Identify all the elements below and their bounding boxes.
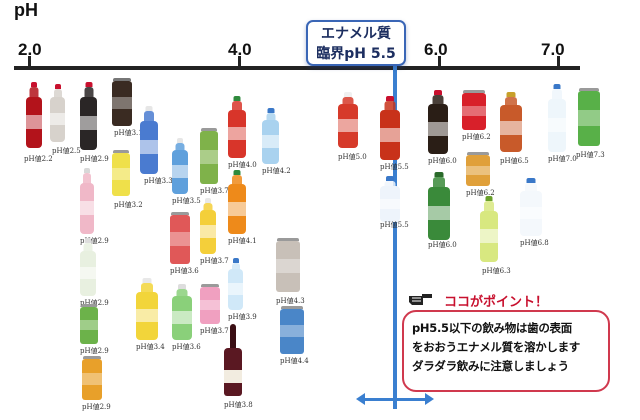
product-ph-label: pH値5.5 [380, 221, 409, 229]
callout-line-3: ダラダラ飲みに注意しましょう [412, 359, 569, 373]
product-ph-label: pH値4.3 [276, 297, 305, 305]
product-ph-label: pH値2.9 [80, 299, 109, 307]
tick-mark-6-0 [438, 56, 441, 70]
product-27-bottle [380, 176, 400, 222]
product-1-bottle [26, 82, 42, 148]
callout-title: ココがポイント！ [444, 295, 549, 310]
axis-title: pH [14, 0, 38, 20]
product-32-bottle [428, 172, 450, 240]
product-3-bottle [80, 82, 97, 150]
product-ph-label: pH値6.0 [428, 157, 457, 165]
product-5-bottle [80, 168, 94, 234]
product-29-can [462, 90, 486, 130]
pointing-hand-icon [409, 294, 432, 305]
product-19-bottle [136, 278, 158, 340]
product-ph-label: pH値7.3 [576, 151, 605, 159]
product-ph-label: pH値3.5 [172, 197, 201, 205]
product-ph-label: pH値2.9 [80, 237, 109, 245]
product-35-bottle [548, 84, 566, 152]
product-16-bottle [228, 258, 243, 310]
product-ph-label: pH値3.7 [200, 257, 229, 265]
callout-line-2: をおおうエナメル質を溶かします [412, 340, 580, 354]
product-ph-label: pH値4.4 [280, 357, 309, 365]
product-ph-label: pH値6.3 [482, 267, 511, 275]
product-4-can [112, 78, 132, 126]
product-12-bottle [80, 238, 96, 296]
tick-label-4-0: 4.0 [228, 40, 252, 59]
product-17-can [276, 238, 300, 292]
product-ph-label: pH値3.2 [114, 201, 143, 209]
ph-axis-line [14, 66, 580, 70]
callout-box: pH5.5以下の飲み物は歯の表面 をおおうエナメル質を溶かします ダラダラ飲みに… [402, 310, 610, 392]
product-22-can [82, 356, 102, 400]
product-ph-label: pH値3.9 [228, 313, 257, 321]
callout-header: ココがポイント！ [408, 290, 608, 312]
tick-mark-2-0 [28, 56, 31, 70]
product-ph-label: pH値2.5 [52, 147, 81, 155]
product-ph-label: pH値2.9 [80, 155, 109, 163]
product-28-bottle [428, 90, 448, 154]
product-25-bottle [338, 92, 358, 148]
tick-label-2-0: 2.0 [18, 40, 42, 59]
product-23-wine [224, 324, 242, 396]
product-8-can [200, 128, 218, 184]
product-ph-label: pH値6.2 [462, 133, 491, 141]
product-21-can [200, 284, 220, 324]
product-14-bottle [200, 198, 216, 254]
product-ph-label: pH値6.0 [428, 241, 457, 249]
product-ph-label: pH値3.6 [172, 343, 201, 351]
product-ph-label: pH値3.7 [200, 327, 229, 335]
product-20-bottle [172, 284, 192, 340]
product-18-can [80, 304, 98, 344]
product-31-bottle [500, 92, 522, 152]
tick-label-6-0: 6.0 [424, 40, 448, 59]
product-ph-label: pH値3.8 [224, 401, 253, 409]
tick-label-7-0: 7.0 [541, 40, 565, 59]
product-15-bottle [228, 170, 246, 234]
product-7-bottle [172, 138, 188, 194]
callout-line-1: pH5.5以下の飲み物は歯の表面 [412, 321, 572, 335]
product-ph-label: pH値2.9 [80, 347, 109, 355]
critical-ph-box: エナメル質 臨界pH 5.5 [306, 20, 406, 66]
product-ph-label: pH値3.7 [200, 187, 229, 195]
double-arrow-icon [356, 393, 434, 405]
product-ph-label: pH値4.2 [262, 167, 291, 175]
critical-ph-line1: エナメル質 [321, 26, 391, 42]
product-11-can [112, 150, 130, 196]
product-ph-label: pH値4.0 [228, 161, 257, 169]
product-2-bottle [50, 84, 65, 142]
tick-mark-7-0 [557, 56, 560, 70]
product-ph-label: pH値3.6 [170, 267, 199, 275]
product-36-can [578, 88, 600, 146]
product-6-bottle [140, 106, 158, 174]
product-ph-label: pH値5.5 [380, 163, 409, 171]
product-ph-label: pH値2.9 [82, 403, 111, 411]
product-ph-label: pH値6.8 [520, 239, 549, 247]
critical-ph-line2: 臨界pH 5.5 [316, 46, 396, 62]
critical-ph-line [393, 66, 397, 409]
product-9-bottle [228, 96, 246, 158]
product-24-can [280, 306, 304, 354]
product-ph-label: pH値5.0 [338, 153, 367, 161]
product-ph-label: pH値7.0 [548, 155, 577, 163]
product-ph-label: pH値6.2 [466, 189, 495, 197]
product-10-bottle [262, 108, 279, 164]
product-ph-label: pH値3.4 [136, 343, 165, 351]
product-ph-label: pH値4.1 [228, 237, 257, 245]
tick-mark-4-0 [238, 56, 241, 70]
product-ph-label: pH値2.2 [24, 155, 53, 163]
product-34-bottle [520, 178, 542, 236]
product-33-bottle [480, 196, 498, 262]
product-ph-label: pH値3.1 [114, 129, 143, 137]
product-26-bottle [380, 96, 400, 160]
product-30-can [466, 152, 490, 186]
product-ph-label: pH値6.5 [500, 157, 529, 165]
product-ph-label: pH値3.3 [144, 177, 173, 185]
product-13-can [170, 212, 190, 264]
